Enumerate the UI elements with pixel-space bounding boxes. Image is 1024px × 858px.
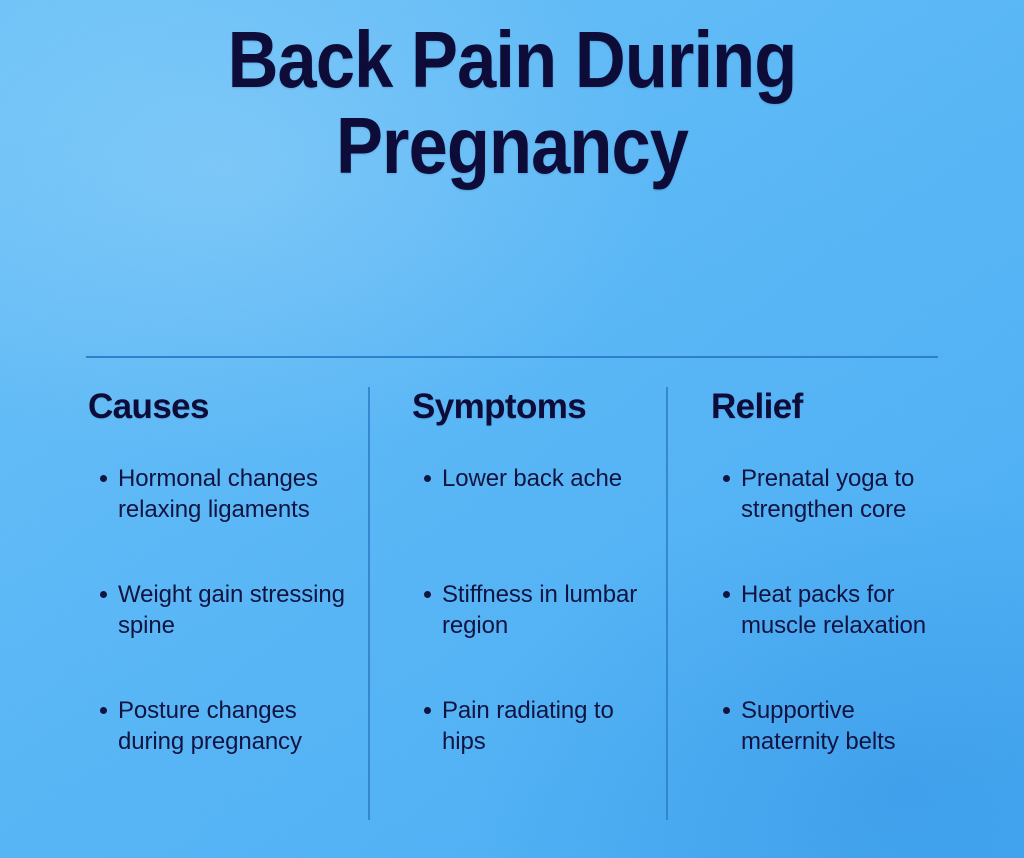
list-item: Prenatal yoga to strengthen core [711,463,955,579]
column-heading-relief: Relief [711,387,803,426]
list-item: Supportive maternity belts [711,695,955,811]
bullet-list-causes: Hormonal changes relaxing ligaments Weig… [88,463,350,811]
column-heading-symptoms: Symptoms [412,387,587,426]
bullet-text: Stiffness in lumbar region [442,581,638,639]
vertical-divider-2 [666,387,668,820]
bullet-text: Weight gain stressing spine [118,581,345,639]
list-item: Stiffness in lumbar region [412,579,650,695]
column-causes: Causes Hormonal changes relaxing ligamen… [88,387,350,811]
list-item: Lower back ache [412,463,650,579]
columns-container: Causes Hormonal changes relaxing ligamen… [0,387,1024,827]
page-title: Back Pain During Pregnancy [0,17,1024,189]
bullet-list-symptoms: Lower back ache Stiffness in lumbar regi… [412,463,650,811]
list-item: Posture changes during pregnancy [88,695,350,811]
bullet-text: Prenatal yoga to strengthen core [741,465,915,523]
column-heading-causes: Causes [88,387,210,426]
bullet-text: Supportive maternity belts [741,697,896,755]
column-relief: Relief Prenatal yoga to strengthen core … [711,387,955,811]
bullet-list-relief: Prenatal yoga to strengthen core Heat pa… [711,463,955,811]
bullet-text: Hormonal changes relaxing ligaments [118,465,318,523]
horizontal-divider [86,356,938,358]
bullet-text: Lower back ache [442,465,622,492]
bullet-text: Posture changes during pregnancy [118,697,302,755]
list-item: Hormonal changes relaxing ligaments [88,463,350,579]
list-item: Pain radiating to hips [412,695,650,811]
list-item: Weight gain stressing spine [88,579,350,695]
page-title-line-1: Back Pain During [227,15,798,104]
column-symptoms: Symptoms Lower back ache Stiffness in lu… [412,387,650,811]
bullet-text: Heat packs for muscle relaxation [741,581,927,639]
page-title-line-2: Pregnancy [335,101,689,190]
list-item: Heat packs for muscle relaxation [711,579,955,695]
bullet-text: Pain radiating to hips [442,697,614,755]
vertical-divider-1 [368,387,370,820]
